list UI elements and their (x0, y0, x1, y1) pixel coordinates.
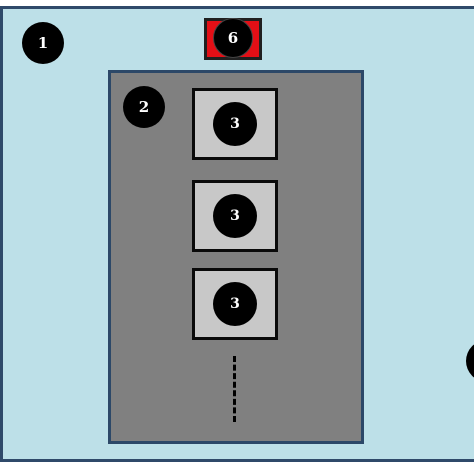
outer-area-badge: 1 (22, 22, 64, 64)
edge-badge-partial (466, 340, 474, 382)
slot-1: 3 (192, 88, 278, 160)
slot-1-badge: 3 (213, 102, 257, 146)
continuation-dashed-line (233, 356, 236, 422)
inner-area-badge: 2 (123, 86, 165, 128)
slot-2-badge: 3 (213, 194, 257, 238)
slot-3: 3 (192, 268, 278, 340)
slot-3-badge: 3 (213, 282, 257, 326)
slot-2: 3 (192, 180, 278, 252)
top-component-badge: 6 (213, 18, 253, 58)
